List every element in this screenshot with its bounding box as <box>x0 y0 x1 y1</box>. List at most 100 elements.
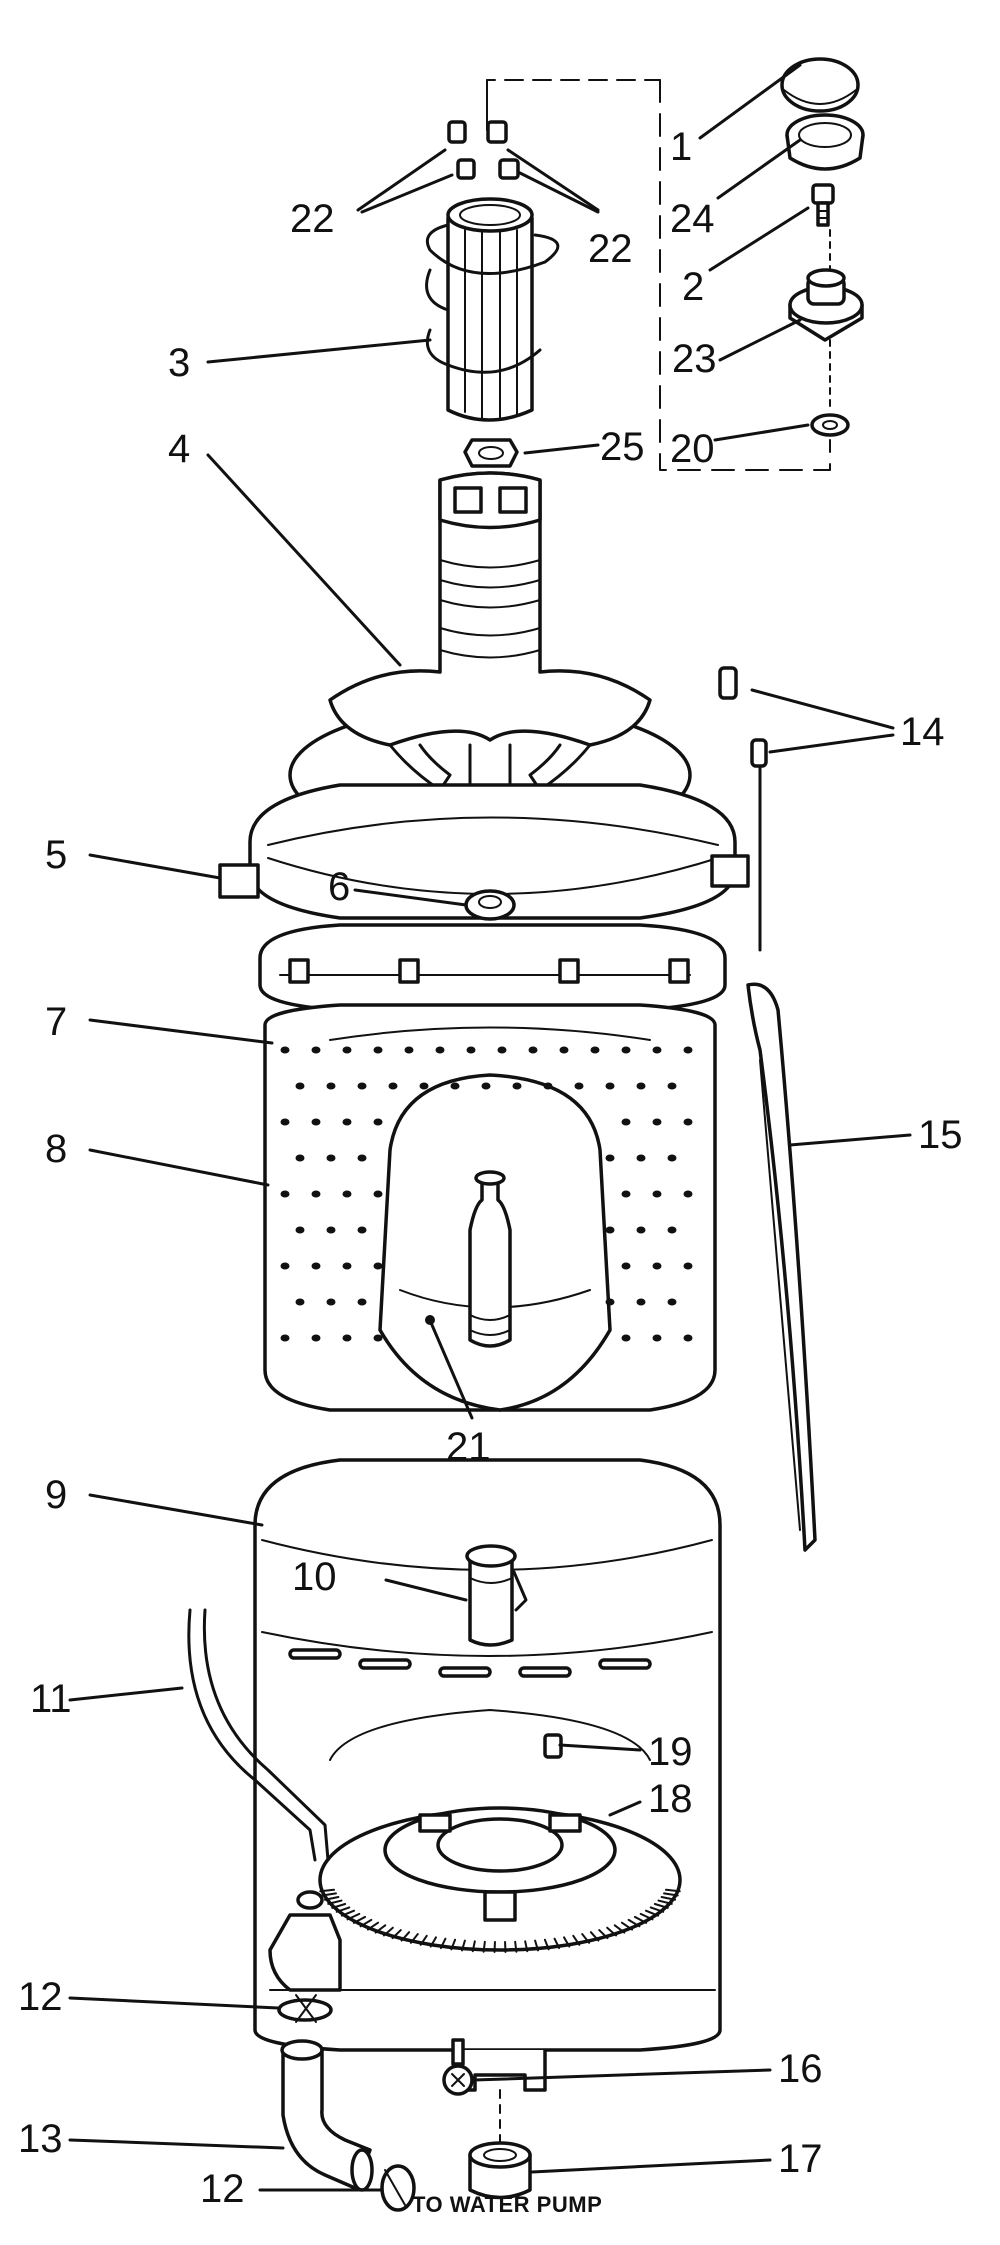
tooth <box>400 1931 411 1942</box>
tooth <box>660 1895 677 1901</box>
callout-12-bottom: 12 <box>200 2167 245 2211</box>
perforation <box>280 1334 290 1342</box>
part-1-cap <box>780 57 860 113</box>
group-bracket <box>486 79 831 471</box>
callout-10: 10 <box>292 1555 337 1599</box>
tooth <box>391 1929 402 1940</box>
callout-15: 15 <box>918 1113 963 1157</box>
part-5-tub-ring <box>218 783 750 920</box>
perforation <box>404 1046 414 1054</box>
perforation <box>683 1334 693 1342</box>
part-8-basket <box>263 1003 717 1412</box>
tooth <box>649 1906 665 1913</box>
perforation <box>373 1262 383 1270</box>
callout-22-right: 22 <box>588 227 633 271</box>
perforation <box>636 1154 646 1162</box>
perforation <box>280 1046 290 1054</box>
tooth <box>657 1899 673 1905</box>
part-2-bolt <box>811 183 835 227</box>
part-6-nut <box>464 889 516 921</box>
callout-24: 24 <box>670 197 715 241</box>
perforation <box>683 1118 693 1126</box>
tooth <box>319 1888 336 1893</box>
perforation <box>683 1262 693 1270</box>
tooth <box>482 1940 486 1953</box>
tooth <box>613 1924 626 1934</box>
tooth <box>409 1933 419 1944</box>
tooth <box>563 1936 571 1948</box>
callout-labels: 1 24 2 23 20 22 22 3 25 4 14 5 6 7 15 8 … <box>18 125 963 2217</box>
callout-20: 20 <box>670 427 715 471</box>
callout-22-left: 22 <box>290 197 335 241</box>
part-7-balance-ring <box>258 923 727 1012</box>
perforation <box>311 1262 321 1270</box>
perforation <box>667 1154 677 1162</box>
perforation <box>652 1118 662 1126</box>
tooth <box>374 1924 387 1934</box>
perforation <box>342 1046 352 1054</box>
tooth <box>639 1912 654 1921</box>
perforation <box>388 1082 398 1090</box>
perforation <box>652 1262 662 1270</box>
tooth <box>471 1940 476 1953</box>
perforation <box>373 1046 383 1054</box>
perforation <box>342 1190 352 1198</box>
tooth <box>663 1892 679 1897</box>
tooth <box>460 1939 466 1952</box>
perforation <box>636 1298 646 1306</box>
part-24-ring <box>785 113 865 171</box>
perforation <box>481 1082 491 1090</box>
part-12-clamp-bottom <box>380 2164 416 2212</box>
perforation <box>605 1226 615 1234</box>
perforation <box>559 1046 569 1054</box>
tooth <box>327 1899 343 1905</box>
part-12-clamp-top <box>277 1994 333 2023</box>
tooth <box>606 1926 618 1937</box>
callout-18: 18 <box>648 1777 693 1821</box>
tooth <box>514 1940 518 1953</box>
tooth <box>321 1892 337 1897</box>
perforation <box>636 1082 646 1090</box>
perforation <box>450 1082 460 1090</box>
perforation <box>621 1190 631 1198</box>
tooth <box>653 1903 669 1909</box>
tooth <box>598 1929 609 1940</box>
perforation <box>326 1082 336 1090</box>
tooth <box>346 1912 361 1921</box>
perforation <box>311 1118 321 1126</box>
part-3-auger <box>425 197 560 422</box>
tooth <box>335 1906 351 1913</box>
tooth <box>359 1918 373 1928</box>
part-22-dogs <box>447 120 520 180</box>
perforation <box>667 1226 677 1234</box>
callout-14: 14 <box>900 710 945 754</box>
pump-note: TO WATER PUMP <box>412 2192 602 2217</box>
callout-5: 5 <box>45 833 67 877</box>
part-11-hose <box>187 1608 330 1862</box>
perforation <box>590 1046 600 1054</box>
perforation <box>652 1046 662 1054</box>
perforation <box>357 1226 367 1234</box>
tooth <box>633 1915 648 1924</box>
part-17-bushing <box>468 2141 532 2200</box>
perforation <box>621 1334 631 1342</box>
part-19-clip <box>543 1733 563 1759</box>
perforation <box>683 1046 693 1054</box>
tooth <box>366 1921 380 1931</box>
callout-1: 1 <box>670 125 692 169</box>
tooth <box>644 1909 660 1917</box>
perforation <box>280 1190 290 1198</box>
tooth <box>323 1895 340 1901</box>
perforation <box>512 1082 522 1090</box>
perforation <box>295 1298 305 1306</box>
perforation <box>373 1118 383 1126</box>
tooth <box>382 1926 394 1937</box>
perforation <box>466 1046 476 1054</box>
perforation <box>342 1118 352 1126</box>
perforation <box>435 1046 445 1054</box>
tooth <box>664 1888 681 1893</box>
perforation <box>357 1082 367 1090</box>
perforation <box>311 1046 321 1054</box>
